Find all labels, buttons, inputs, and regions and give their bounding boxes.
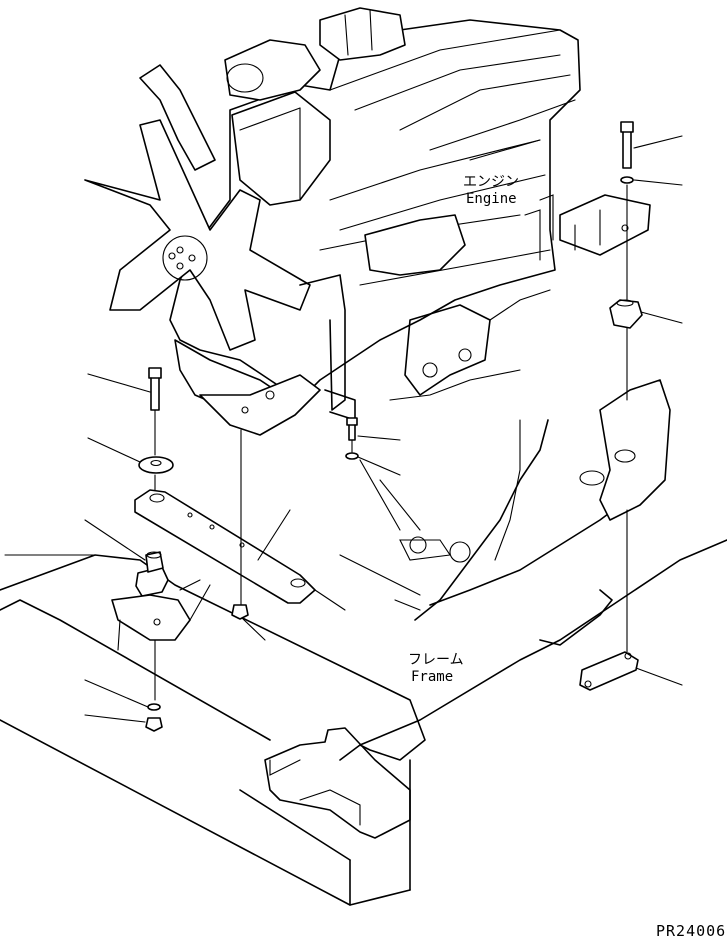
- frame-label-jp: フレーム: [408, 652, 464, 668]
- engine-label-jp: エンジン: [463, 174, 519, 190]
- leader-lines: [4, 135, 683, 723]
- frame: [0, 419, 727, 906]
- right-mount-parts: [579, 121, 671, 691]
- frame-label-en: Frame: [411, 669, 453, 685]
- drawing-code: PR24006: [656, 922, 726, 940]
- engine: [84, 7, 651, 436]
- center-lines: [154, 184, 628, 701]
- engine-label-en: Engine: [466, 191, 517, 207]
